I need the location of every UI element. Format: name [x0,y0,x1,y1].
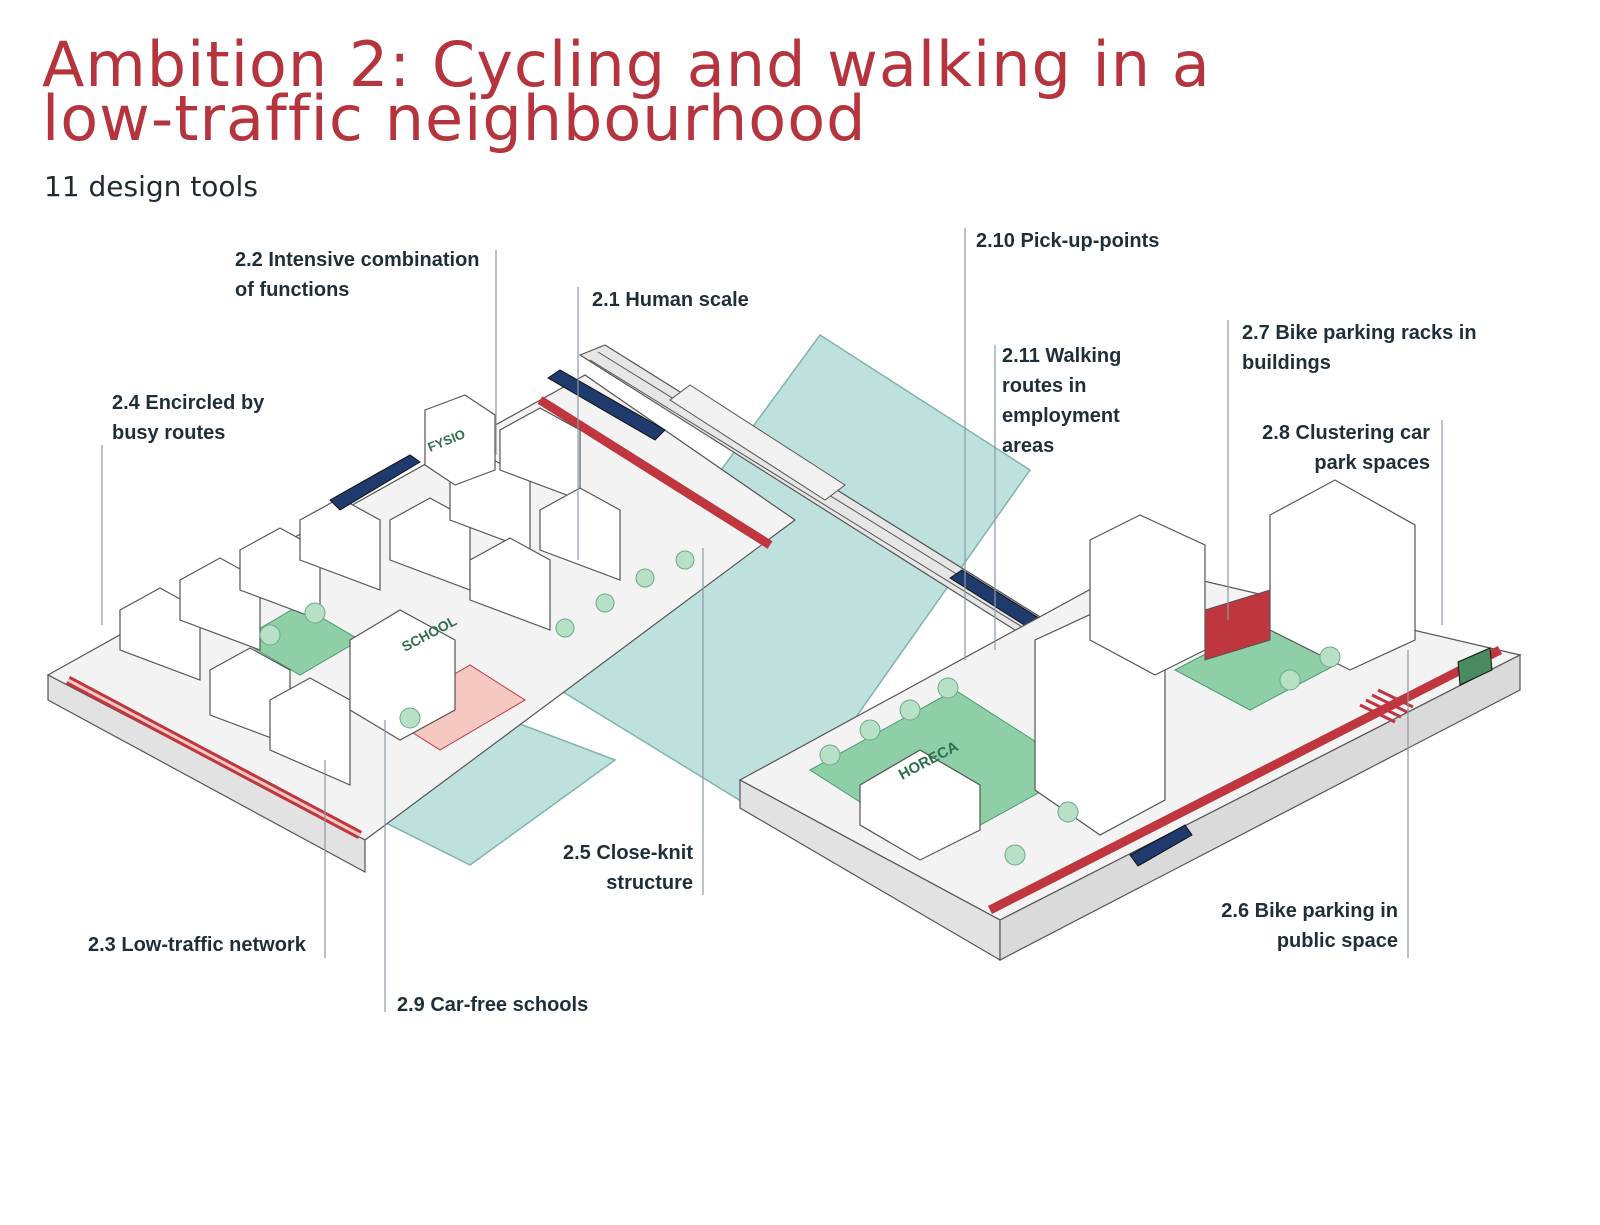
leader-lines [101,228,1443,1012]
water-canal [558,333,1032,827]
right-district [738,479,1522,962]
school-building [349,609,456,741]
tower-mid [1089,514,1206,676]
label-2-8: 2.8 Clustering car park spaces [1262,422,1430,474]
label-2-6: 2.6 Bike parking in public space [1221,900,1398,952]
horeca-building [859,749,981,861]
zebra-crossing [1359,688,1414,724]
label-2-3: 2.3 Low-traffic network [88,934,306,956]
title-line-2: low-traffic neighbourhood [42,82,867,155]
label-2-10: 2.10 Pick-up-points [976,230,1160,252]
page-title: Ambition 2: Cycling and walking in a low… [42,34,1211,150]
tower-right [1269,479,1416,671]
label-2-11: 2.11 Walking routes in employment areas [1002,345,1122,457]
label-2-9: 2.9 Car-free schools [397,994,589,1016]
label-2-1: 2.1 Human scale [592,289,749,311]
left-trees [259,550,695,729]
right-trees [819,646,1341,866]
fysio-building [424,394,496,486]
delivery-truck [1457,647,1493,686]
right-busy-route [987,645,1503,915]
label-2-2: 2.2 Intensive combination of functions [235,249,480,301]
label-2-5: 2.5 Close-knit structure [562,842,693,894]
label-2-4: 2.4 Encircled by busy routes [112,392,265,444]
label-2-7: 2.7 Bike parking racks in buildings [1242,322,1477,374]
tram-left [329,454,421,511]
left-busy-route-inner [67,678,361,837]
bus [1129,824,1193,867]
train-upper [547,369,666,441]
left-houses [119,407,621,786]
page-subtitle: 11 design tools [44,170,258,203]
title-line-1: Ambition 2: Cycling and walking in a [42,28,1211,101]
rail-station-platform [669,384,846,501]
right-base-side-2 [999,654,1521,961]
left-district [46,374,797,874]
